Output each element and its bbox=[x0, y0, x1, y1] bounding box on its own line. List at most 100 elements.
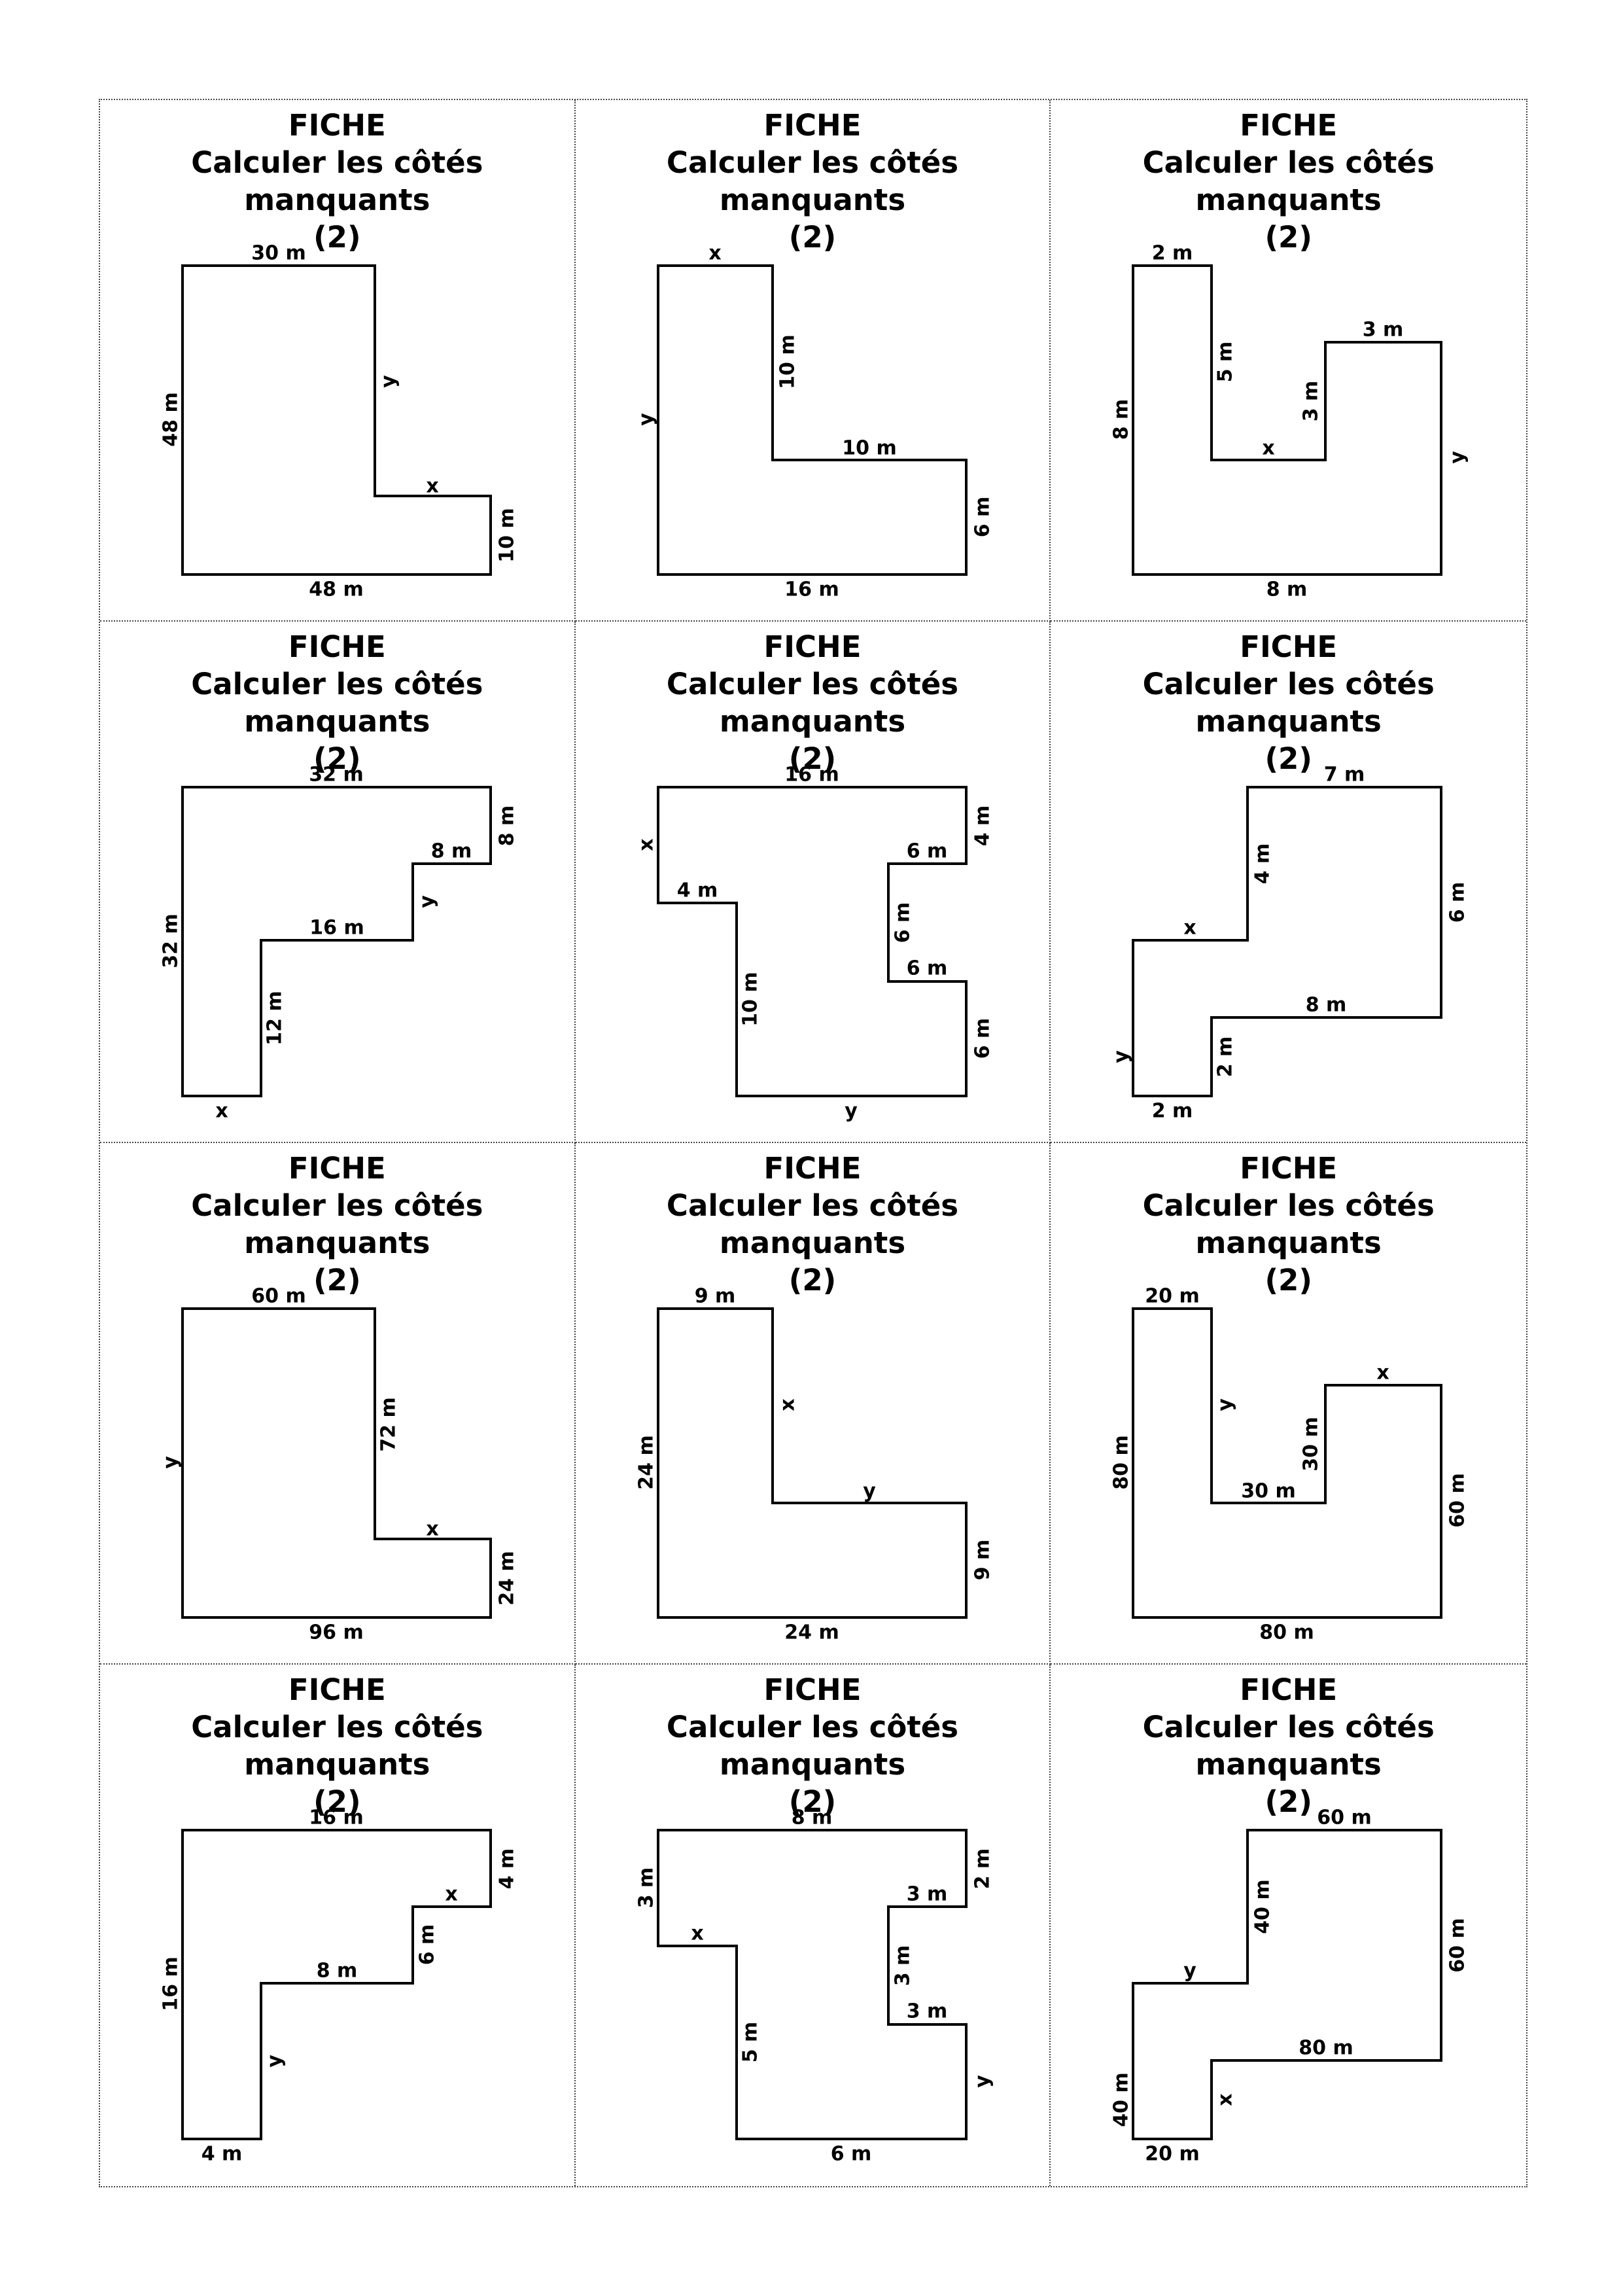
side-length-label: 60 m bbox=[1318, 1807, 1372, 1829]
card-title-line-2: Calculer les côtés manquants bbox=[1142, 1710, 1435, 1782]
side-length-label: 20 m bbox=[1145, 2143, 1200, 2166]
card-title-line-2: Calculer les côtés manquants bbox=[1142, 667, 1435, 739]
polygon-outline bbox=[1132, 1307, 1443, 1619]
side-length-label: 6 m bbox=[906, 957, 947, 980]
side-length-label: y bbox=[264, 2055, 287, 2068]
side-length-label: 20 m bbox=[1145, 1285, 1200, 1308]
polygon-outline bbox=[181, 1829, 492, 2140]
side-length-label: 8 m bbox=[496, 805, 519, 847]
card-title-line-2: Calculer les côtés manquants bbox=[191, 1710, 483, 1782]
side-length-label: 24 m bbox=[635, 1435, 657, 1489]
card-title-line-1: FICHE bbox=[288, 629, 386, 664]
card-title-line-1: FICHE bbox=[288, 108, 386, 143]
side-length-label: 30 m bbox=[1300, 1417, 1323, 1471]
side-length-label: 48 m bbox=[309, 578, 363, 601]
card-title-line-3: (2) bbox=[788, 1263, 837, 1298]
side-length-label: 8 m bbox=[317, 1960, 358, 1983]
card-title-line-1: FICHE bbox=[288, 1151, 386, 1186]
side-length-label: x bbox=[1184, 917, 1196, 940]
side-length-label: 80 m bbox=[1299, 2037, 1353, 2060]
side-length-label: 32 m bbox=[160, 913, 183, 968]
card-title-line-3: (2) bbox=[1265, 1263, 1312, 1298]
card-title-line-1: FICHE bbox=[1240, 1151, 1338, 1186]
card-title-line-3: (2) bbox=[313, 220, 361, 255]
polygon-figure: x10 m10 m6 m16 my bbox=[635, 242, 994, 601]
side-length-label: x bbox=[776, 1398, 799, 1411]
side-length-label: 3 m bbox=[906, 1883, 947, 1906]
card-title-line-1: FICHE bbox=[288, 1672, 386, 1707]
card-title-line-1: FICHE bbox=[763, 108, 862, 143]
card-title-line-2: Calculer les côtés manquants bbox=[666, 667, 959, 739]
side-length-label: 6 m bbox=[906, 840, 947, 863]
polygon-outline bbox=[656, 1307, 968, 1619]
side-length-label: x bbox=[1377, 1362, 1389, 1385]
side-length-label: x bbox=[426, 1518, 438, 1541]
polygon-outline bbox=[181, 786, 492, 1097]
side-length-label: 4 m bbox=[496, 1848, 519, 1890]
polygon-outline bbox=[1132, 786, 1443, 1097]
side-length-label: 8 m bbox=[791, 1807, 832, 1829]
side-length-label: 3 m bbox=[635, 1867, 657, 1909]
polygon-figure: 2 m5 mx3 m3 my8 m8 m bbox=[1110, 242, 1469, 601]
polygon-outline bbox=[656, 786, 968, 1097]
side-length-label: x bbox=[691, 1922, 703, 1945]
side-length-label: 96 m bbox=[309, 1621, 363, 1644]
side-length-label: y bbox=[971, 2075, 994, 2088]
side-length-label: 16 m bbox=[784, 578, 839, 601]
side-length-label: x bbox=[445, 1883, 457, 1906]
side-length-label: 8 m bbox=[1306, 994, 1347, 1017]
card-title-line-2: Calculer les côtés manquants bbox=[191, 1188, 483, 1260]
card-title-line-1: FICHE bbox=[763, 629, 862, 664]
side-length-label: y bbox=[1110, 1050, 1133, 1063]
polygon-figure: 16 m4 mx6 m8 my4 m16 m bbox=[160, 1807, 519, 2166]
polygon-outline bbox=[1132, 1829, 1443, 2140]
side-length-label: x bbox=[1263, 437, 1275, 460]
side-length-label: 8 m bbox=[1266, 578, 1308, 601]
polygon-outline bbox=[1132, 264, 1443, 576]
side-length-label: 40 m bbox=[1251, 1879, 1274, 1934]
side-length-label: 30 m bbox=[1242, 1480, 1296, 1503]
card-title-line-3: (2) bbox=[313, 741, 361, 776]
side-length-label: y bbox=[1446, 451, 1469, 464]
side-length-label: x bbox=[215, 1100, 228, 1123]
card-title-line-2: Calculer les côtés manquants bbox=[191, 667, 483, 739]
side-length-label: 60 m bbox=[251, 1285, 305, 1308]
side-length-label: y bbox=[377, 375, 400, 388]
side-length-label: 10 m bbox=[776, 334, 799, 389]
side-length-label: 10 m bbox=[739, 972, 761, 1026]
side-length-label: x bbox=[1214, 2093, 1237, 2106]
side-length-label: 3 m bbox=[906, 2000, 947, 2023]
side-length-label: 2 m bbox=[1152, 1100, 1193, 1123]
side-length-label: 4 m bbox=[676, 879, 718, 902]
side-length-label: 5 m bbox=[739, 2022, 761, 2063]
card-title-line-3: (2) bbox=[313, 1263, 361, 1298]
side-length-label: 16 m bbox=[309, 1807, 363, 1829]
side-length-label: 6 m bbox=[971, 497, 994, 538]
card-title-line-3: (2) bbox=[1265, 220, 1312, 255]
card-title-line-3: (2) bbox=[313, 1784, 361, 1819]
card-title-line-3: (2) bbox=[788, 220, 837, 255]
card-title-line-2: Calculer les côtés manquants bbox=[666, 1710, 959, 1782]
side-length-label: 2 m bbox=[1214, 1036, 1237, 1078]
side-length-label: 10 m bbox=[496, 508, 519, 562]
card-title-line-3: (2) bbox=[1265, 741, 1312, 776]
